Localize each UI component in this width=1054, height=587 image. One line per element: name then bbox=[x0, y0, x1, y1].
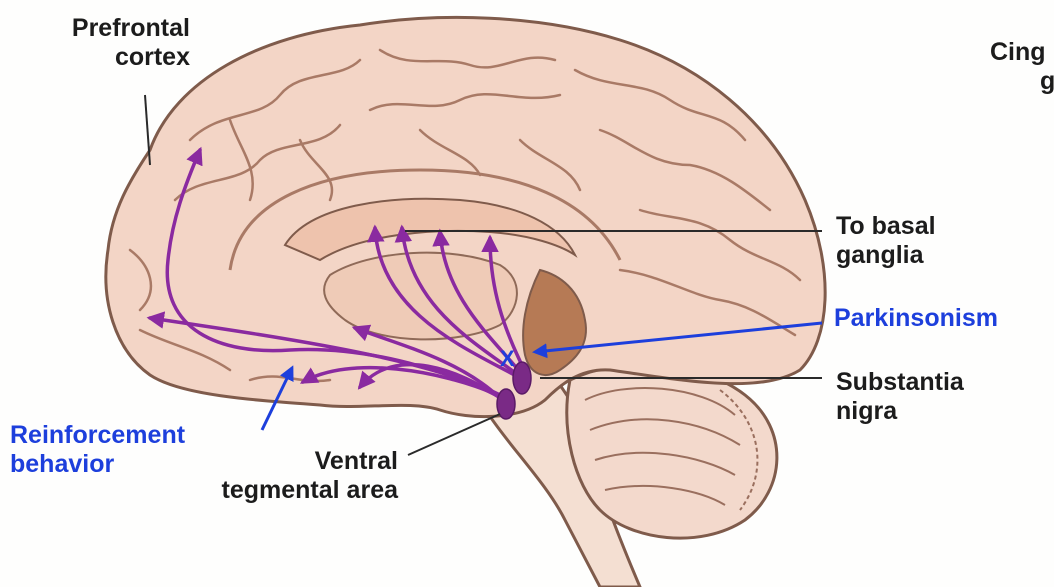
label-parkinsonism: Parkinsonism bbox=[834, 304, 1054, 333]
label-reinforcement-line1: Reinforcement bbox=[10, 421, 185, 450]
label-basal-line2: ganglia bbox=[836, 241, 936, 270]
lesion-marker: X bbox=[500, 346, 515, 371]
substantia-nigra-nucleus bbox=[513, 362, 531, 394]
label-cingulate-line1: Cing bbox=[990, 38, 1054, 67]
label-to-basal-ganglia: To basal ganglia bbox=[836, 212, 936, 270]
leader-ventral bbox=[408, 414, 500, 455]
label-reinforcement-line2: behavior bbox=[10, 450, 185, 479]
label-substantia-line1: Substantia bbox=[836, 368, 964, 397]
label-ventral-tegmental-area: Ventral tegmental area bbox=[160, 447, 398, 505]
label-ventral-line2: tegmental area bbox=[160, 476, 398, 505]
label-prefrontal-line2: cortex bbox=[30, 43, 190, 72]
label-substantia-nigra: Substantia nigra bbox=[836, 368, 964, 426]
label-basal-line1: To basal bbox=[836, 212, 936, 241]
label-prefrontal-cortex: Prefrontal cortex bbox=[30, 14, 190, 72]
label-prefrontal-line1: Prefrontal bbox=[30, 14, 190, 43]
label-cingulate-line2: g bbox=[990, 67, 1054, 96]
label-ventral-line1: Ventral bbox=[160, 447, 398, 476]
label-substantia-line2: nigra bbox=[836, 397, 964, 426]
label-reinforcement-behavior: Reinforcement behavior bbox=[10, 421, 185, 479]
label-cingulate: Cing g bbox=[990, 38, 1054, 96]
